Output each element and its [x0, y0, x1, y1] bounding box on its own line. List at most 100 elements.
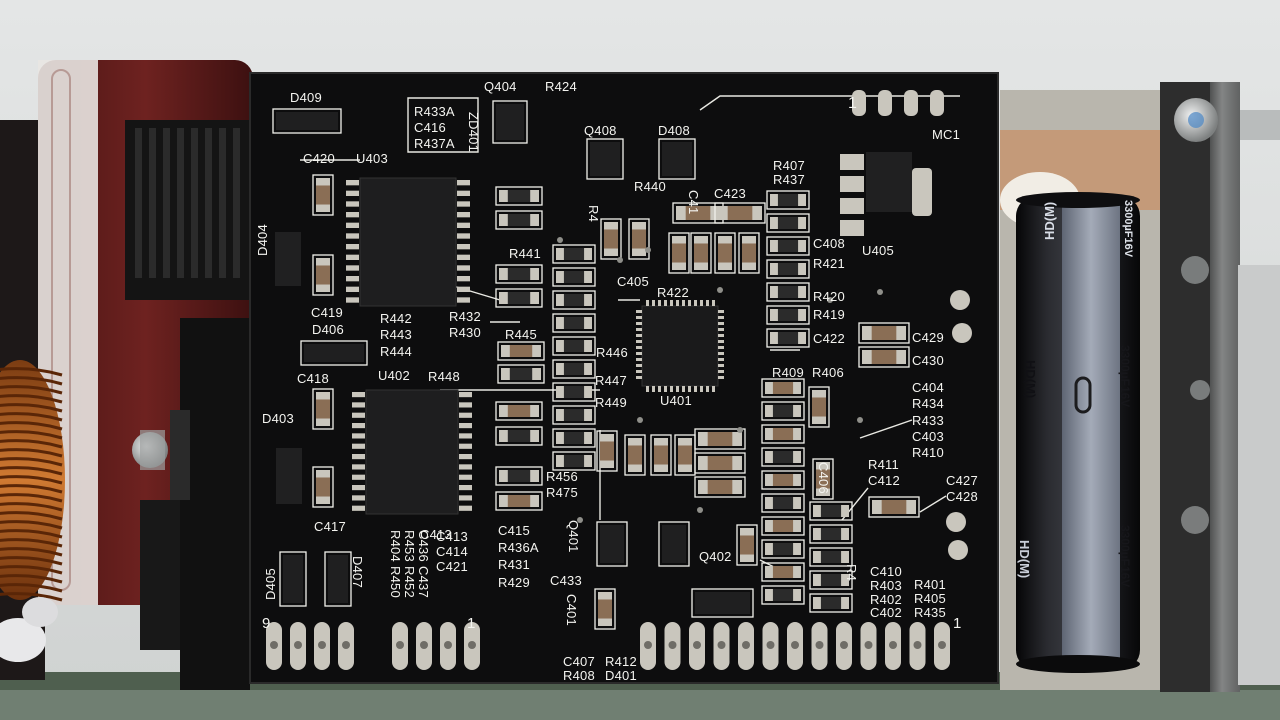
- label-d407: D407: [350, 556, 365, 588]
- diode-or-transistor: [691, 588, 754, 618]
- label-c416: C416: [414, 120, 446, 135]
- label-r435: R435: [914, 605, 946, 620]
- smd-component: [690, 232, 712, 274]
- edge-connector-pin: [416, 622, 432, 670]
- smd-component: [495, 288, 543, 308]
- smd-component: [650, 434, 672, 476]
- label-c422: C422: [813, 331, 845, 346]
- label-c404: C404: [912, 380, 944, 395]
- label-r410: R410: [912, 445, 944, 460]
- smd-component: [552, 336, 596, 356]
- test-pad: [946, 512, 966, 532]
- label-d403: D403: [262, 411, 294, 426]
- edge-connector-pin: [266, 622, 282, 670]
- diode-or-transistor: [272, 108, 342, 134]
- label-c41x: C41: [686, 190, 701, 215]
- smd-component: [312, 254, 334, 296]
- smd-component: [766, 305, 810, 325]
- top-header-pad: [852, 90, 866, 116]
- label-r437a: R437A: [414, 136, 455, 151]
- label-c420: C420: [303, 151, 335, 166]
- label-r437: R437: [773, 172, 805, 187]
- smd-component: [694, 452, 746, 474]
- label-r4y: R4: [844, 564, 859, 582]
- label-r421: R421: [813, 256, 845, 271]
- label-r450: R450: [388, 566, 403, 598]
- label-r443: R443: [380, 327, 412, 342]
- smd-component: [714, 232, 736, 274]
- smd-component: [495, 210, 543, 230]
- edge-connector-pin: [885, 622, 901, 670]
- smd-component: [858, 346, 910, 368]
- smd-component: [766, 213, 810, 233]
- smd-component: [495, 264, 543, 284]
- test-pad: [952, 323, 972, 343]
- label-r444: R444: [380, 344, 412, 359]
- label-r4x: R4: [586, 205, 601, 223]
- smd-component: [809, 593, 853, 613]
- ic-chips: [275, 152, 912, 515]
- smd-component: [736, 524, 758, 566]
- label-c413: C413: [420, 527, 452, 542]
- smd-component: [766, 282, 810, 302]
- pin-label-right-1: 1: [953, 615, 962, 632]
- label-r433: R433: [912, 413, 944, 428]
- test-pad: [950, 290, 970, 310]
- capacitor-rating-mid: 3300µF16V: [1118, 345, 1132, 408]
- edge-connector-pin: [713, 622, 730, 670]
- diode-or-transistor: [658, 138, 696, 180]
- edge-connector-pin: [290, 622, 306, 670]
- diode-or-transistor: [279, 551, 307, 607]
- smd-component: [552, 313, 596, 333]
- label-u401: U401: [660, 393, 692, 408]
- smd-component: [809, 570, 853, 590]
- label-d406: D406: [312, 322, 344, 337]
- diode-or-transistor: [300, 340, 368, 366]
- smd-component: [674, 434, 696, 476]
- edge-connector-pin: [689, 622, 705, 670]
- diode-or-transistor: [658, 521, 690, 567]
- smd-component: [761, 424, 805, 444]
- label-r432: R432: [449, 309, 481, 324]
- label-d404: D404: [255, 224, 270, 256]
- smd-component: [495, 186, 543, 206]
- label-r445: R445: [505, 327, 537, 342]
- label-r403: R403: [870, 578, 902, 593]
- label-c401: C401: [564, 594, 579, 626]
- label-c417: C417: [314, 519, 346, 534]
- smd-component: [714, 202, 766, 224]
- label-c427: C427: [946, 473, 978, 488]
- edge-connector-pin: [934, 622, 950, 670]
- smd-component: [552, 451, 596, 471]
- label-r424: R424: [545, 79, 577, 94]
- smd-component: [495, 466, 543, 486]
- smd-component: [552, 267, 596, 287]
- label-c413b: C413: [436, 529, 468, 544]
- label-c408: C408: [813, 236, 845, 251]
- capacitor-brand-mid: HD(M): [1023, 360, 1038, 399]
- smd-component: [552, 405, 596, 425]
- smd-component: [858, 322, 910, 344]
- label-c423: C423: [714, 186, 746, 201]
- pin-label-left-1: 1: [467, 615, 476, 632]
- smd-component: [761, 378, 805, 398]
- edge-connector-pin: [811, 622, 828, 670]
- edge-connector-pin: [464, 622, 480, 670]
- label-c405: C405: [617, 274, 649, 289]
- top-header-pad: [904, 90, 918, 116]
- edge-connector-pin: [338, 622, 354, 670]
- top-header-pad: [878, 90, 892, 116]
- edge-connector-pin: [738, 622, 754, 670]
- smd-component: [766, 328, 810, 348]
- label-r433a: R433A: [414, 104, 455, 119]
- label-c428: C428: [946, 489, 978, 504]
- label-r405: R405: [914, 591, 946, 606]
- edge-connector-pin: [392, 622, 408, 670]
- smd-component: [312, 174, 334, 216]
- label-q408: Q408: [584, 123, 617, 138]
- label-c406: C406: [816, 462, 831, 494]
- label-q404: Q404: [484, 79, 517, 94]
- label-q402: Q402: [699, 549, 732, 564]
- label-c429: C429: [912, 330, 944, 345]
